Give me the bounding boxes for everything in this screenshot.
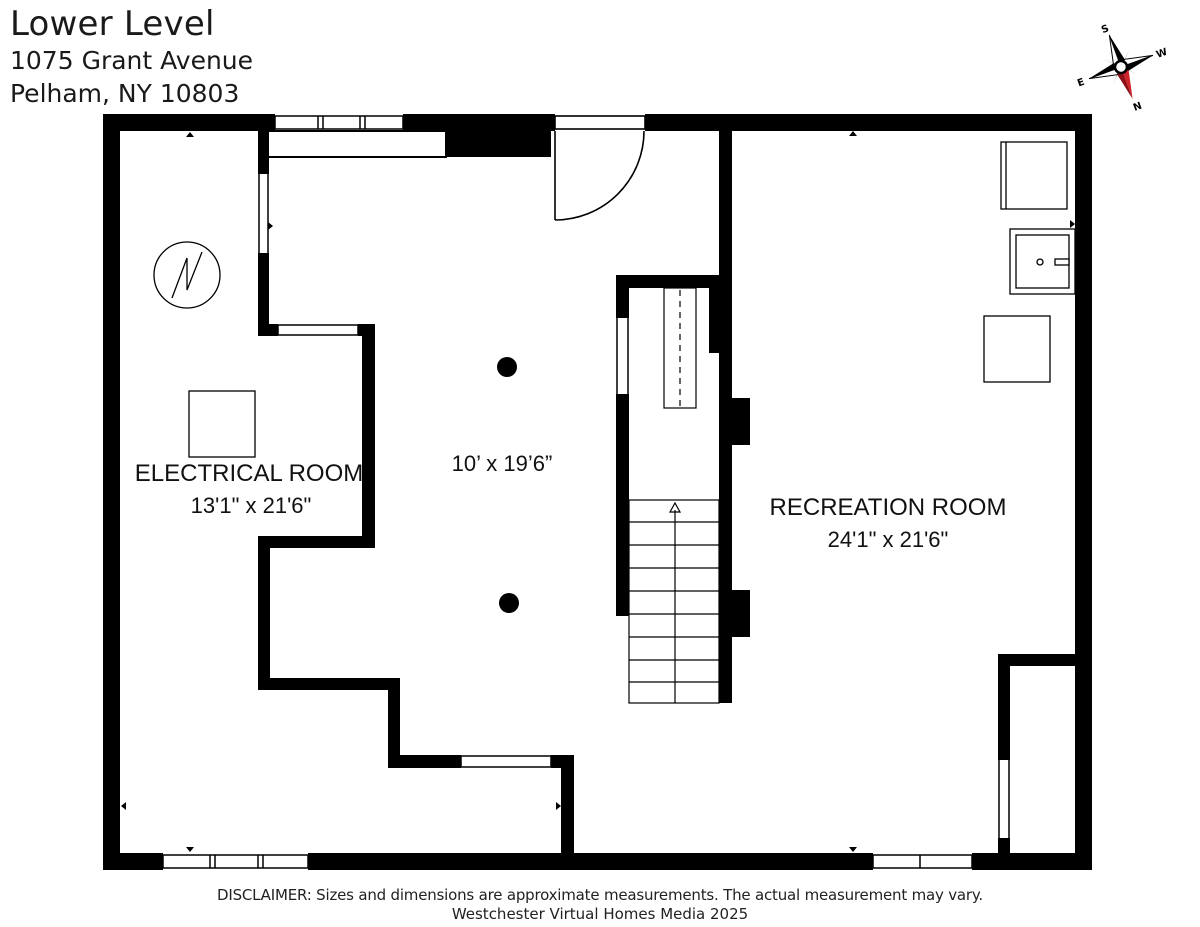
openings	[258, 174, 1010, 838]
water-heater-box	[188, 390, 256, 458]
credit-text: Westchester Virtual Homes Media 2025	[451, 905, 749, 923]
recreation-room-size: 24'1" x 21'6"	[828, 527, 949, 552]
support-columns	[497, 357, 519, 613]
electrical-room-name: ELECTRICAL ROOM	[135, 460, 363, 487]
address-street: 1075 Grant Avenue	[10, 46, 254, 75]
staircase	[628, 287, 720, 704]
address-city: Pelham, NY 10803	[10, 79, 240, 108]
disclaimer-text: DISCLAIMER: Sizes and dimensions are app…	[217, 886, 983, 904]
electrical-panel-icon	[153, 241, 221, 309]
plan-title: Lower Level	[10, 4, 215, 44]
compass-north: N	[1132, 101, 1144, 114]
fixtures	[188, 141, 1076, 458]
windows	[162, 115, 973, 869]
compass-rose-icon: S N W E	[1076, 23, 1169, 114]
door-swing	[554, 115, 646, 221]
washer-box	[1000, 141, 1068, 210]
recreation-room-name: RECREATION ROOM	[770, 494, 1007, 521]
center-room-size: 10’ x 19’6”	[452, 451, 553, 476]
dryer-box	[983, 315, 1051, 383]
view-markers	[121, 131, 1075, 852]
electrical-room-size: 13'1" x 21'6"	[191, 493, 312, 518]
compass-south: S	[1100, 23, 1111, 36]
interior-walls	[258, 130, 1092, 853]
compass-east: E	[1076, 77, 1086, 90]
compass-west: W	[1155, 47, 1169, 61]
outer-walls	[103, 114, 1092, 870]
